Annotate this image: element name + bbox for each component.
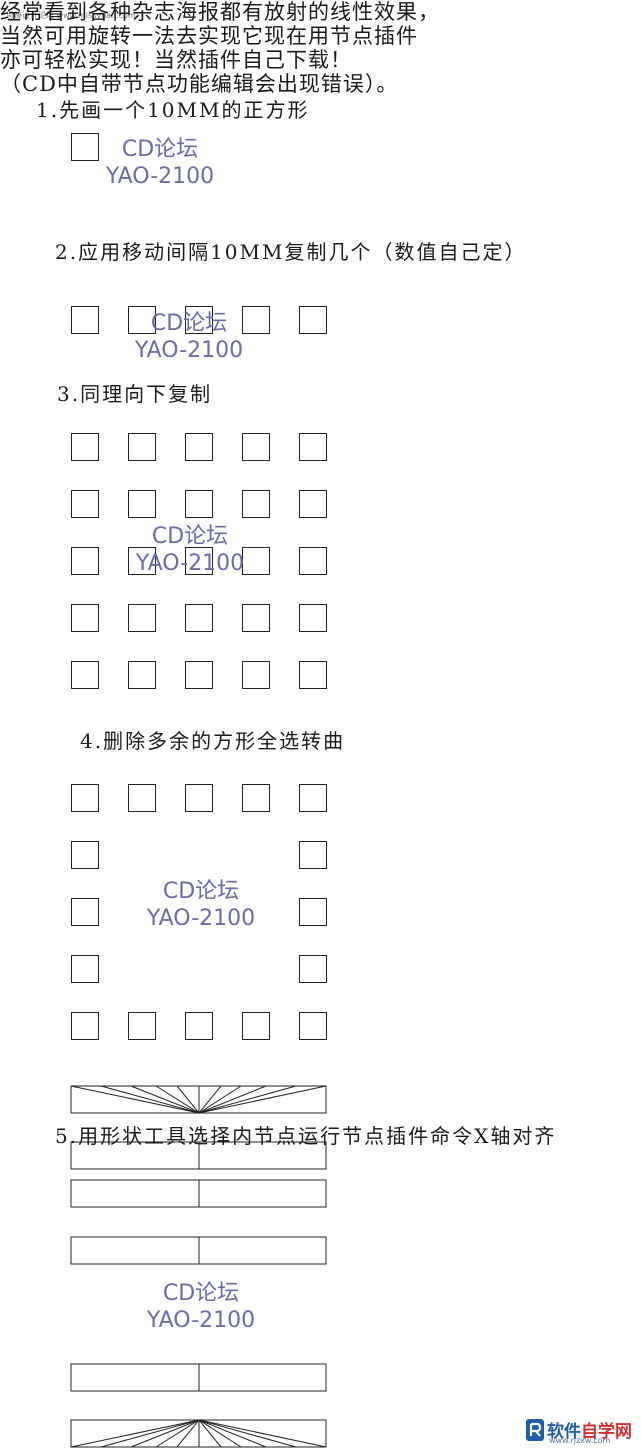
fan-shape-top — [70, 1085, 327, 1114]
logo-url: www.rjzxw.com — [549, 1436, 611, 1445]
square — [242, 661, 270, 689]
square — [71, 898, 99, 926]
step-1-heading: 1.先画一个10MM的正方形 — [36, 98, 310, 122]
square — [185, 784, 213, 812]
step-3-heading: 3.同理向下复制 — [57, 382, 213, 406]
site-logo: 软件自学网 www.rjzxw.com — [525, 1416, 637, 1446]
square — [128, 547, 156, 575]
step-5-heading: 5.用形状工具选择内节点运行节点插件命令X轴对齐 — [55, 1124, 557, 1148]
watermark-line-1: CD论坛 — [150, 311, 228, 336]
square — [185, 1012, 213, 1040]
square — [71, 784, 99, 812]
step-2-heading: 2.应用移动间隔10MM复制几个（数值自己定） — [55, 240, 527, 264]
square — [71, 841, 99, 869]
square — [185, 306, 213, 334]
square — [242, 784, 270, 812]
square — [242, 547, 270, 575]
square — [71, 661, 99, 689]
step-5-result-shapes — [70, 1085, 327, 1448]
logo-name: 软件自学网 — [547, 1417, 632, 1442]
square — [71, 1012, 99, 1040]
square — [242, 306, 270, 334]
square — [299, 490, 327, 518]
square — [185, 547, 213, 575]
split-bar — [70, 1141, 327, 1170]
logo-name-part-1: 软件 — [547, 1422, 581, 1442]
step-4-heading: 4.删除多余的方形全选转曲 — [80, 729, 346, 753]
square — [128, 604, 156, 632]
watermark: CD论坛 YAO-2100 — [130, 523, 250, 577]
square — [185, 433, 213, 461]
intro-line-2: 当然可用旋转一法去实现它现在用节点插件 — [0, 24, 418, 48]
intro-line-3: 亦可轻松实现！当然插件自己下载！ — [0, 48, 352, 72]
intro-line-4: （CD中自带节点功能编辑会出现错误）。 — [0, 72, 399, 96]
square — [128, 433, 156, 461]
square — [299, 547, 327, 575]
square — [242, 490, 270, 518]
intro-line-1: 经常看到各种杂志海报都有放射的线性效果， — [0, 0, 440, 24]
watermark-line-1: CD论坛 — [121, 137, 199, 162]
watermark-line-2: YAO-2100 — [146, 906, 256, 931]
square — [299, 433, 327, 461]
intro-paragraph: 经常看到各种杂志海报都有放射的线性效果， 当然可用旋转一法去实现它现在用节点插件… — [0, 0, 641, 96]
square — [299, 604, 327, 632]
source-site-watermark: 思缘设计论坛 www.missyuan.com — [6, 11, 136, 20]
watermark-line-2: YAO-2100 — [105, 164, 215, 189]
square — [71, 955, 99, 983]
square — [185, 661, 213, 689]
square — [299, 661, 327, 689]
square — [242, 1012, 270, 1040]
square — [185, 490, 213, 518]
watermark-line-1: CD论坛 — [162, 1281, 240, 1306]
square — [71, 133, 99, 161]
square — [299, 1012, 327, 1040]
square — [71, 433, 99, 461]
square — [242, 604, 270, 632]
square — [128, 661, 156, 689]
square — [128, 784, 156, 812]
watermark: CD论坛 YAO-2100 — [136, 878, 266, 932]
square — [71, 547, 99, 575]
split-bar — [70, 1363, 327, 1392]
square — [128, 1012, 156, 1040]
square — [299, 898, 327, 926]
square — [299, 784, 327, 812]
watermark-line-2: YAO-2100 — [146, 1308, 256, 1333]
watermark: CD论坛 YAO-2100 — [126, 1280, 276, 1334]
square — [299, 306, 327, 334]
fan-shape-bottom — [70, 1419, 327, 1448]
square — [128, 306, 156, 334]
watermark-line-2: YAO-2100 — [135, 551, 245, 576]
watermark-line-2: YAO-2100 — [134, 338, 244, 363]
split-bar — [70, 1236, 327, 1265]
watermark: CD论坛 YAO-2100 — [100, 136, 220, 190]
square — [299, 955, 327, 983]
logo-mark-icon — [526, 1419, 544, 1441]
square — [128, 490, 156, 518]
square — [71, 604, 99, 632]
watermark: CD论坛 YAO-2100 — [126, 310, 252, 364]
watermark-line-1: CD论坛 — [151, 524, 229, 549]
split-bar — [70, 1179, 327, 1208]
square — [71, 306, 99, 334]
square — [71, 490, 99, 518]
square — [299, 841, 327, 869]
logo-name-part-2: 自学网 — [581, 1422, 632, 1442]
square — [242, 433, 270, 461]
watermark-line-1: CD论坛 — [162, 879, 240, 904]
square — [185, 604, 213, 632]
